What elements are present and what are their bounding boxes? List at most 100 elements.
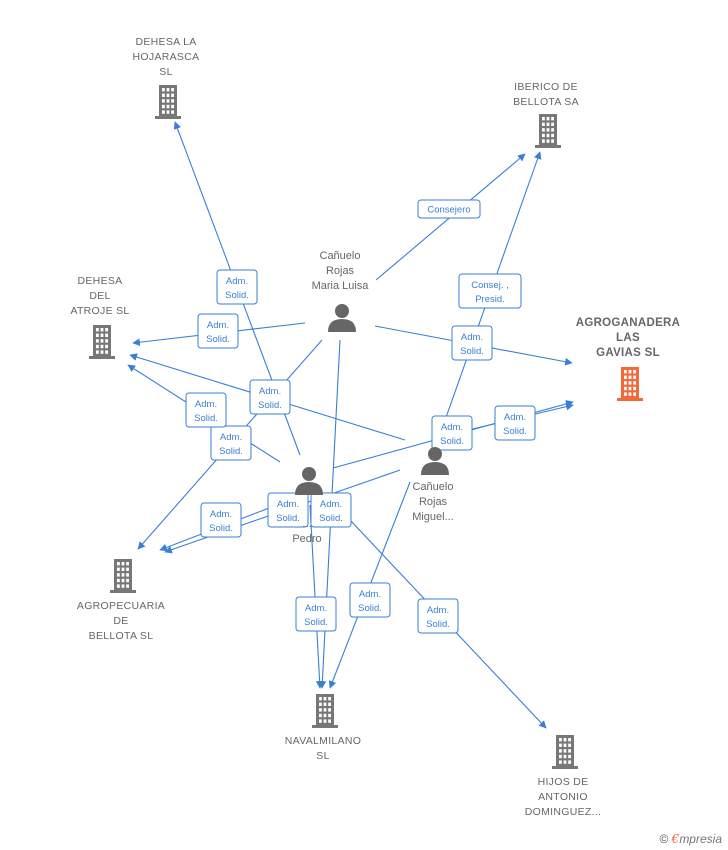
- company-name-line: GAVIAS SL: [596, 347, 660, 359]
- building-icon: [110, 559, 136, 593]
- company-name-line: AGROPECUARIA: [77, 600, 165, 612]
- relation-label-text: Solid.: [276, 513, 300, 524]
- company-name-line: DEL: [89, 290, 110, 302]
- edge-labels-layer: ConsejeroAdm.Solid.Adm.Solid.Adm.Solid.A…: [185, 199, 536, 634]
- building-icon: [155, 85, 181, 119]
- relation-label-miguel-iberico[interactable]: Consej. , Presid.: [458, 273, 522, 309]
- company-name-line: SL: [316, 750, 329, 762]
- person-name-line: Pedro: [292, 533, 321, 545]
- relation-label-miguel-dehesa_atr[interactable]: Adm. Solid.: [249, 379, 291, 415]
- nodes-layer: DEHESA LA HOJARASCA SL IBERICO DE BELLOTA SA…: [70, 36, 680, 818]
- company-name-line: SL: [159, 66, 172, 78]
- relation-label-text: Solid.: [358, 603, 382, 614]
- company-node-agroganadera[interactable]: AGROGANADERA LAS GAVIAS SL: [576, 317, 681, 401]
- relation-label-text: Adm.: [320, 499, 342, 510]
- person-node-miguel[interactable]: CañueloRojasMiguel...: [412, 447, 454, 523]
- company-node-dehesa_hoj[interactable]: DEHESA LA HOJARASCA SL: [133, 36, 200, 119]
- relation-label-text: Adm.: [207, 320, 229, 331]
- relation-label-pedro-navalmilano[interactable]: Adm. Solid.: [295, 596, 337, 632]
- relation-label-text: Adm.: [259, 386, 281, 397]
- building-icon: [552, 735, 578, 769]
- relation-label-text: Consejero: [427, 205, 470, 216]
- relation-label-miguel-agropecuaria[interactable]: Adm. Solid.: [200, 502, 242, 538]
- footer-brand: © €mpresia: [659, 832, 722, 846]
- company-node-iberico[interactable]: IBERICO DE BELLOTA SA: [513, 81, 579, 148]
- company-name-line: BELLOTA SL: [89, 630, 154, 642]
- company-node-agropecuaria[interactable]: AGROPECUARIA DE BELLOTA SL: [77, 559, 165, 642]
- company-node-dehesa_atr[interactable]: DEHESA DEL ATROJE SL: [70, 275, 129, 359]
- relation-label-text: Solid.: [304, 617, 328, 628]
- person-icon: [328, 304, 356, 332]
- relation-label-maria-navalmilano[interactable]: Adm. Solid.: [310, 492, 352, 528]
- relation-label-text: Adm.: [427, 605, 449, 616]
- company-node-navalmilano[interactable]: NAVALMILANO SL: [285, 694, 361, 762]
- relation-label-pedro-dehesa_atr[interactable]: Adm. Solid.: [185, 392, 227, 428]
- person-name-line: Cañuelo: [413, 481, 454, 493]
- person-icon: [295, 467, 323, 495]
- relation-label-text: Presid.: [475, 294, 505, 305]
- relation-label-pedro-hijos[interactable]: Adm. Solid.: [417, 598, 459, 634]
- company-name-line: ATROJE SL: [70, 305, 129, 317]
- relation-label-text: Adm.: [226, 276, 248, 287]
- company-name-line: HIJOS DE: [538, 776, 589, 788]
- brand-initial: €: [671, 832, 680, 846]
- relation-label-maria-dehesa_atr[interactable]: Adm. Solid.: [197, 313, 239, 349]
- company-name-line: NAVALMILANO: [285, 735, 361, 747]
- company-node-hijos[interactable]: HIJOS DE ANTONIO DOMINGUEZ...: [525, 735, 602, 818]
- building-icon: [89, 325, 115, 359]
- person-name-line: Maria Luisa: [312, 280, 370, 292]
- relation-label-text: Solid.: [194, 413, 218, 424]
- relation-label-text: Solid.: [209, 523, 233, 534]
- company-name-line: HOJARASCA: [133, 51, 200, 63]
- relation-label-text: Adm.: [277, 499, 299, 510]
- building-icon: [617, 367, 643, 401]
- relation-label-text: Adm.: [195, 399, 217, 410]
- relation-label-text: Solid.: [426, 619, 450, 630]
- relation-label-text: Adm.: [359, 589, 381, 600]
- company-name-line: DOMINGUEZ...: [525, 806, 602, 818]
- relation-label-text: Adm.: [504, 412, 526, 423]
- relation-label-maria-agroganadera[interactable]: Adm. Solid.: [451, 325, 493, 361]
- relation-label-text: Solid.: [460, 346, 484, 357]
- person-name-line: Rojas: [326, 265, 355, 277]
- relation-label-pedro-agroganadera[interactable]: Adm. Solid.: [494, 405, 536, 441]
- person-icon: [421, 447, 449, 475]
- relation-label-pedro-agropecuaria[interactable]: Adm. Solid.: [267, 492, 309, 528]
- person-node-pedro[interactable]: ... Pedro: [292, 467, 323, 545]
- relation-label-text: Solid.: [503, 426, 527, 437]
- relation-label-pedro-dehesa_hoj[interactable]: Adm. Solid.: [216, 269, 258, 305]
- company-name-line: AGROGANADERA: [576, 317, 681, 329]
- building-icon: [312, 694, 338, 728]
- relation-label-maria-agropecuaria[interactable]: Adm. Solid.: [210, 425, 252, 461]
- company-name-line: LAS: [616, 332, 640, 344]
- person-name-line: Rojas: [419, 496, 448, 508]
- person-name-line: Cañuelo: [320, 250, 361, 262]
- relation-label-text: Consej. ,: [471, 280, 509, 291]
- relation-label-miguel-navalmilano[interactable]: Adm. Solid.: [349, 582, 391, 618]
- relation-label-text: Solid.: [258, 400, 282, 411]
- relation-label-text: Adm.: [210, 509, 232, 520]
- brand-name: mpresia: [679, 832, 722, 846]
- relation-label-miguel-agroganadera[interactable]: Adm. Solid.: [431, 415, 473, 451]
- company-name-line: DEHESA: [78, 275, 123, 287]
- company-name-line: DE: [113, 615, 128, 627]
- company-name-line: IBERICO DE: [514, 81, 578, 93]
- person-name-line: Miguel...: [412, 511, 454, 523]
- person-name-line: ...: [302, 518, 311, 530]
- copyright-symbol: ©: [659, 832, 669, 846]
- relation-label-text: Adm.: [220, 432, 242, 443]
- relation-label-text: Solid.: [206, 334, 230, 345]
- relation-label-text: Adm.: [305, 603, 327, 614]
- relation-label-maria-iberico[interactable]: Consejero: [417, 199, 481, 219]
- company-name-line: BELLOTA SA: [513, 96, 579, 108]
- relation-label-text: Solid.: [440, 436, 464, 447]
- relation-label-text: Adm.: [461, 332, 483, 343]
- company-name-line: DEHESA LA: [135, 36, 196, 48]
- relation-label-text: Solid.: [225, 290, 249, 301]
- relation-label-text: Adm.: [441, 422, 463, 433]
- relation-label-text: Solid.: [219, 446, 243, 457]
- company-name-line: ANTONIO: [538, 791, 588, 803]
- relation-label-text: Solid.: [319, 513, 343, 524]
